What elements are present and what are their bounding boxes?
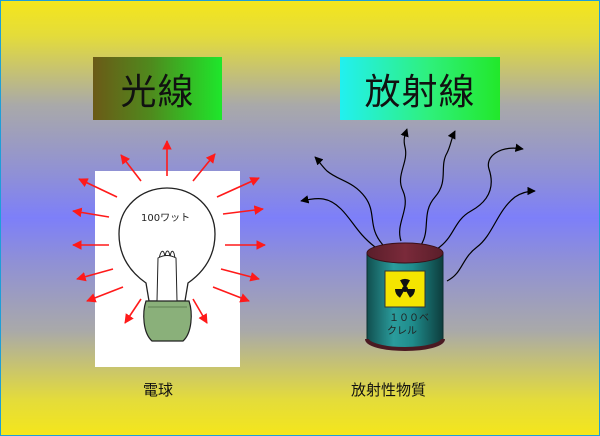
- radiation-ray: [314, 156, 384, 246]
- bulb-caption: 電球: [143, 381, 174, 399]
- light-bulb: 100ワット: [118, 187, 216, 342]
- light-ray: [124, 298, 142, 324]
- bulb-watt-label: 100ワット: [141, 213, 190, 224]
- radiation-rays: [300, 128, 536, 282]
- light-ray: [192, 298, 208, 324]
- light-ray: [78, 178, 118, 198]
- barrel-label-line1: １００ベ: [389, 312, 429, 324]
- barrel-label-line2: クレル: [387, 325, 417, 337]
- radiation-ray: [420, 130, 456, 246]
- radiation-title: 放射線: [340, 57, 500, 120]
- light-ray: [222, 205, 264, 215]
- radioactive-material-caption: 放射性物質: [351, 381, 427, 399]
- light-title: 光線: [93, 57, 222, 120]
- light-ray: [216, 177, 260, 198]
- radiation-trefoil-icon: [394, 278, 416, 298]
- radiation-ray: [399, 128, 409, 242]
- radiation-ray: [300, 195, 376, 248]
- radiation-ray: [436, 143, 524, 250]
- light-ray: [192, 153, 216, 182]
- light-ray: [76, 268, 114, 282]
- light-ray: [120, 154, 142, 182]
- light-ray: [86, 286, 124, 303]
- light-rays: [72, 140, 266, 324]
- radioactive-barrel: １００ベ クレル: [365, 242, 445, 351]
- light-ray: [220, 268, 260, 282]
- radiation-ray: [446, 186, 536, 282]
- light-ray: [212, 286, 250, 303]
- light-ray: [72, 207, 110, 218]
